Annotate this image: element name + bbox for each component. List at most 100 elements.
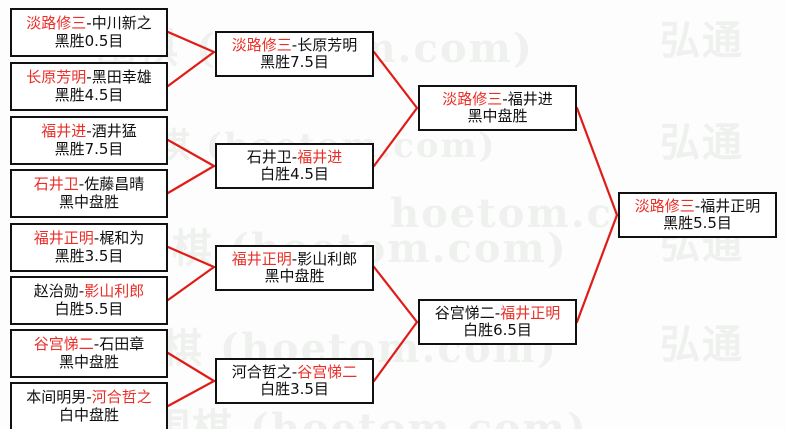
- match-result: 黑胜4.5目: [54, 85, 124, 104]
- connector-line: [166, 30, 216, 54]
- match-players: 福井进-酒井猛: [41, 123, 136, 140]
- vs-dash: -: [494, 303, 501, 322]
- connector-line: [372, 50, 419, 110]
- connector-line: [166, 265, 216, 302]
- connector-line: [372, 106, 419, 168]
- match-box-final[interactable]: 淡路修三-福井正明 黑胜5.5目: [618, 192, 777, 238]
- match-box-r2m1[interactable]: 淡路修三-长原芳明 黑胜7.5目: [215, 31, 374, 77]
- player-name: 中川新之: [91, 14, 152, 33]
- watermark-text: 弘通: [660, 119, 744, 166]
- vs-dash: -: [86, 14, 92, 33]
- player-name: 石田章: [99, 335, 145, 354]
- player-name: 赵治勋: [33, 282, 79, 301]
- vs-dash: -: [502, 89, 508, 108]
- match-players: 淡路修三-福井进: [442, 89, 553, 108]
- player-name: 黑田幸雄: [91, 68, 152, 87]
- connector-line: [575, 106, 619, 217]
- player-name-winner: 影山利郎: [84, 282, 145, 301]
- player-name-winner: 长原芳明: [26, 68, 87, 87]
- match-result: 黑胜0.5目: [54, 31, 124, 50]
- match-box-r1m7[interactable]: 谷宫悌二-石田章 黑中盘胜: [10, 329, 168, 378]
- player-name: 福井正明: [700, 196, 761, 215]
- match-players: 谷宫悌二-福井正明: [435, 303, 561, 322]
- vs-dash: -: [78, 175, 85, 194]
- connector-line: [166, 245, 216, 269]
- match-box-r1m5[interactable]: 福井正明-梶和为 黑胜3.5目: [10, 223, 168, 272]
- player-name-winner: 福井进: [297, 147, 343, 166]
- vs-dash: -: [291, 362, 298, 381]
- match-box-r2m2[interactable]: 石井卫-福井进 白胜4.5目: [215, 143, 374, 189]
- match-result: 白胜3.5目: [260, 380, 329, 398]
- connector-line: [166, 138, 216, 168]
- watermark-text: 弘通: [660, 17, 744, 64]
- connector-line: [166, 379, 216, 408]
- vs-dash: -: [86, 68, 92, 87]
- match-result: 黑胜7.5目: [54, 139, 124, 158]
- match-box-r1m4[interactable]: 石井卫-佐藤昌晴 黑中盘胜: [10, 169, 168, 218]
- player-name-winner: 福井正明: [231, 249, 292, 268]
- match-players: 福井正明-梶和为: [34, 230, 144, 247]
- match-result: 白中盘胜: [58, 405, 119, 424]
- vs-dash: -: [93, 229, 100, 248]
- match-players: 福井正明-影山利郎: [231, 249, 358, 268]
- match-result: 黑中盘胜: [58, 352, 119, 371]
- player-name-winner: 谷宫悌二: [33, 335, 94, 354]
- match-players: 石井卫-佐藤昌晴: [34, 176, 144, 193]
- connector-line: [575, 213, 619, 324]
- vs-dash: -: [291, 249, 298, 268]
- connector-line: [166, 164, 216, 195]
- connector-line: [166, 351, 216, 383]
- match-result: 黑中盘胜: [58, 192, 119, 211]
- match-players: 谷宫悌二-石田章: [34, 336, 144, 353]
- watermark-text: 弘通: [660, 321, 744, 368]
- match-box-r1m3[interactable]: 福井进-酒井猛 黑胜7.5目: [10, 116, 168, 165]
- match-players: 淡路修三-中川新之: [26, 15, 151, 32]
- match-result: 黑胜3.5目: [54, 246, 124, 265]
- match-result: 黑中盘胜: [467, 107, 528, 125]
- player-name-winner: 淡路修三: [634, 196, 695, 215]
- match-result: 白胜6.5目: [463, 321, 532, 339]
- player-name: 梶和为: [99, 229, 145, 248]
- match-players: 淡路修三-福井正明: [634, 196, 761, 215]
- match-result: 黑胜7.5目: [260, 53, 329, 71]
- player-name: 佐藤昌晴: [84, 175, 145, 194]
- match-box-r1m6[interactable]: 赵治勋-影山利郎 白胜5.5目: [10, 276, 168, 325]
- match-box-sf1[interactable]: 淡路修三-福井进 黑中盘胜: [418, 85, 577, 131]
- player-name-winner: 福井正明: [500, 303, 561, 322]
- match-result: 白胜4.5目: [260, 165, 329, 183]
- player-name: 福井进: [507, 89, 553, 108]
- match-box-r1m8[interactable]: 本间明男-河合哲之 白中盘胜: [10, 382, 168, 429]
- match-result: 白胜5.5目: [54, 299, 124, 318]
- match-box-r1m1[interactable]: 淡路修三-中川新之 黑胜0.5目: [10, 8, 168, 57]
- vs-dash: -: [694, 196, 701, 215]
- player-name-winner: 石井卫: [33, 175, 79, 194]
- player-name-winner: 福井正明: [33, 229, 94, 248]
- match-box-sf2[interactable]: 谷宫悌二-福井正明 白胜6.5目: [418, 299, 577, 345]
- player-name: 石井卫: [246, 147, 292, 166]
- player-name-winner: 谷宫悌二: [297, 362, 358, 381]
- vs-dash: -: [93, 335, 100, 354]
- player-name: 长原芳明: [297, 35, 358, 54]
- vs-dash: -: [78, 282, 85, 301]
- match-box-r2m4[interactable]: 河合哲之-谷宫悌二 白胜3.5目: [215, 358, 374, 404]
- player-name: 本间明男: [26, 388, 87, 407]
- match-box-r2m3[interactable]: 福井正明-影山利郎 黑中盘胜: [215, 245, 374, 291]
- match-box-r1m2[interactable]: 长原芳明-黑田幸雄 黑胜4.5目: [10, 62, 168, 111]
- vs-dash: -: [86, 388, 92, 407]
- match-players: 赵治勋-影山利郎: [34, 283, 144, 300]
- player-name: 酒井猛: [91, 122, 137, 141]
- connector-line: [372, 265, 419, 324]
- connector-line: [166, 50, 216, 88]
- vs-dash: -: [86, 122, 92, 141]
- vs-dash: -: [291, 35, 298, 54]
- player-name: 河合哲之: [231, 362, 292, 381]
- player-name-winner: 淡路修三: [26, 14, 87, 33]
- player-name-winner: 河合哲之: [91, 388, 152, 407]
- player-name: 影山利郎: [297, 249, 358, 268]
- match-players: 长原芳明-黑田幸雄: [26, 69, 151, 86]
- match-players: 石井卫-福井进: [246, 147, 343, 166]
- match-result: 黑中盘胜: [264, 267, 325, 285]
- match-result: 黑胜5.5目: [663, 214, 732, 232]
- player-name-winner: 福井进: [41, 122, 87, 141]
